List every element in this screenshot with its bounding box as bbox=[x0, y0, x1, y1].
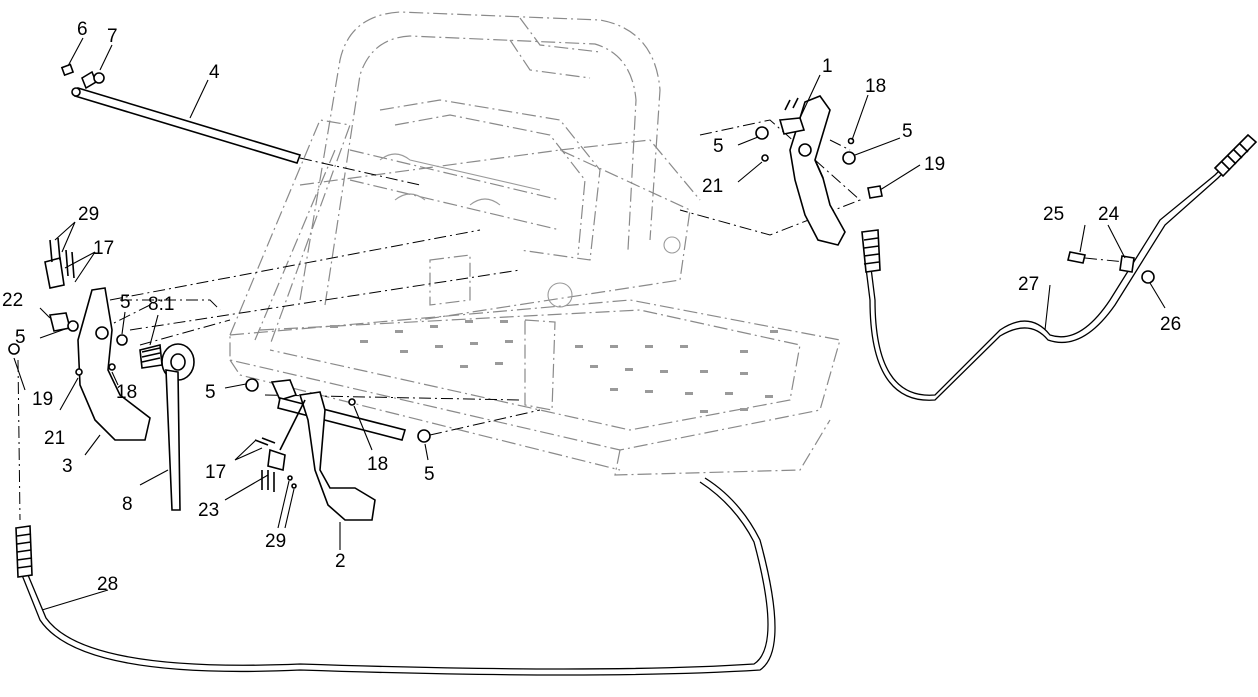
callout-1: 1 bbox=[822, 56, 833, 77]
callout-21: 21 bbox=[44, 428, 65, 449]
part-2-pedal bbox=[245, 378, 431, 521]
callout-28: 28 bbox=[97, 574, 118, 595]
callout-23: 23 bbox=[198, 500, 219, 521]
part-3-pedal bbox=[8, 237, 151, 441]
callout-7: 7 bbox=[107, 26, 118, 47]
callout-29: 29 bbox=[265, 531, 286, 552]
callout-19: 19 bbox=[924, 154, 945, 175]
cable-28 bbox=[15, 477, 776, 676]
callout-labels: 1 2 3 4 5 5 5 5 5 5 6 7 8 8:1 17 17 18 1… bbox=[2, 19, 1181, 595]
center-hardware bbox=[254, 399, 306, 492]
callout-29: 29 bbox=[78, 204, 99, 225]
callout-18: 18 bbox=[865, 76, 886, 97]
callout-24: 24 bbox=[1098, 204, 1120, 225]
callout-5: 5 bbox=[120, 292, 131, 313]
callout-4: 4 bbox=[209, 62, 220, 83]
callout-22: 22 bbox=[2, 290, 23, 311]
callout-3: 3 bbox=[62, 456, 73, 477]
callout-8: 8 bbox=[122, 494, 133, 515]
callout-6: 6 bbox=[77, 19, 88, 40]
callout-25: 25 bbox=[1043, 204, 1064, 225]
callout-21: 21 bbox=[702, 176, 723, 197]
cable-27 bbox=[861, 133, 1258, 401]
callout-17: 17 bbox=[93, 238, 114, 259]
callout-27: 27 bbox=[1018, 274, 1039, 295]
callout-5: 5 bbox=[902, 121, 913, 142]
callout-5: 5 bbox=[713, 136, 724, 157]
callout-26: 26 bbox=[1160, 314, 1181, 335]
centerlines bbox=[17, 119, 1126, 521]
callout-5: 5 bbox=[205, 382, 216, 403]
callout-5: 5 bbox=[424, 464, 435, 485]
callout-18: 18 bbox=[116, 382, 137, 403]
part-8-lever bbox=[139, 343, 195, 511]
callout-2: 2 bbox=[335, 551, 346, 572]
part-4-rod bbox=[60, 63, 302, 164]
part-1-pedal bbox=[755, 95, 883, 246]
callout-8-1: 8:1 bbox=[148, 294, 174, 315]
callout-5: 5 bbox=[15, 327, 26, 348]
callout-18: 18 bbox=[367, 454, 388, 475]
callout-19: 19 bbox=[32, 389, 53, 410]
callout-17: 17 bbox=[205, 462, 226, 483]
leader-lines bbox=[13, 37, 1166, 611]
